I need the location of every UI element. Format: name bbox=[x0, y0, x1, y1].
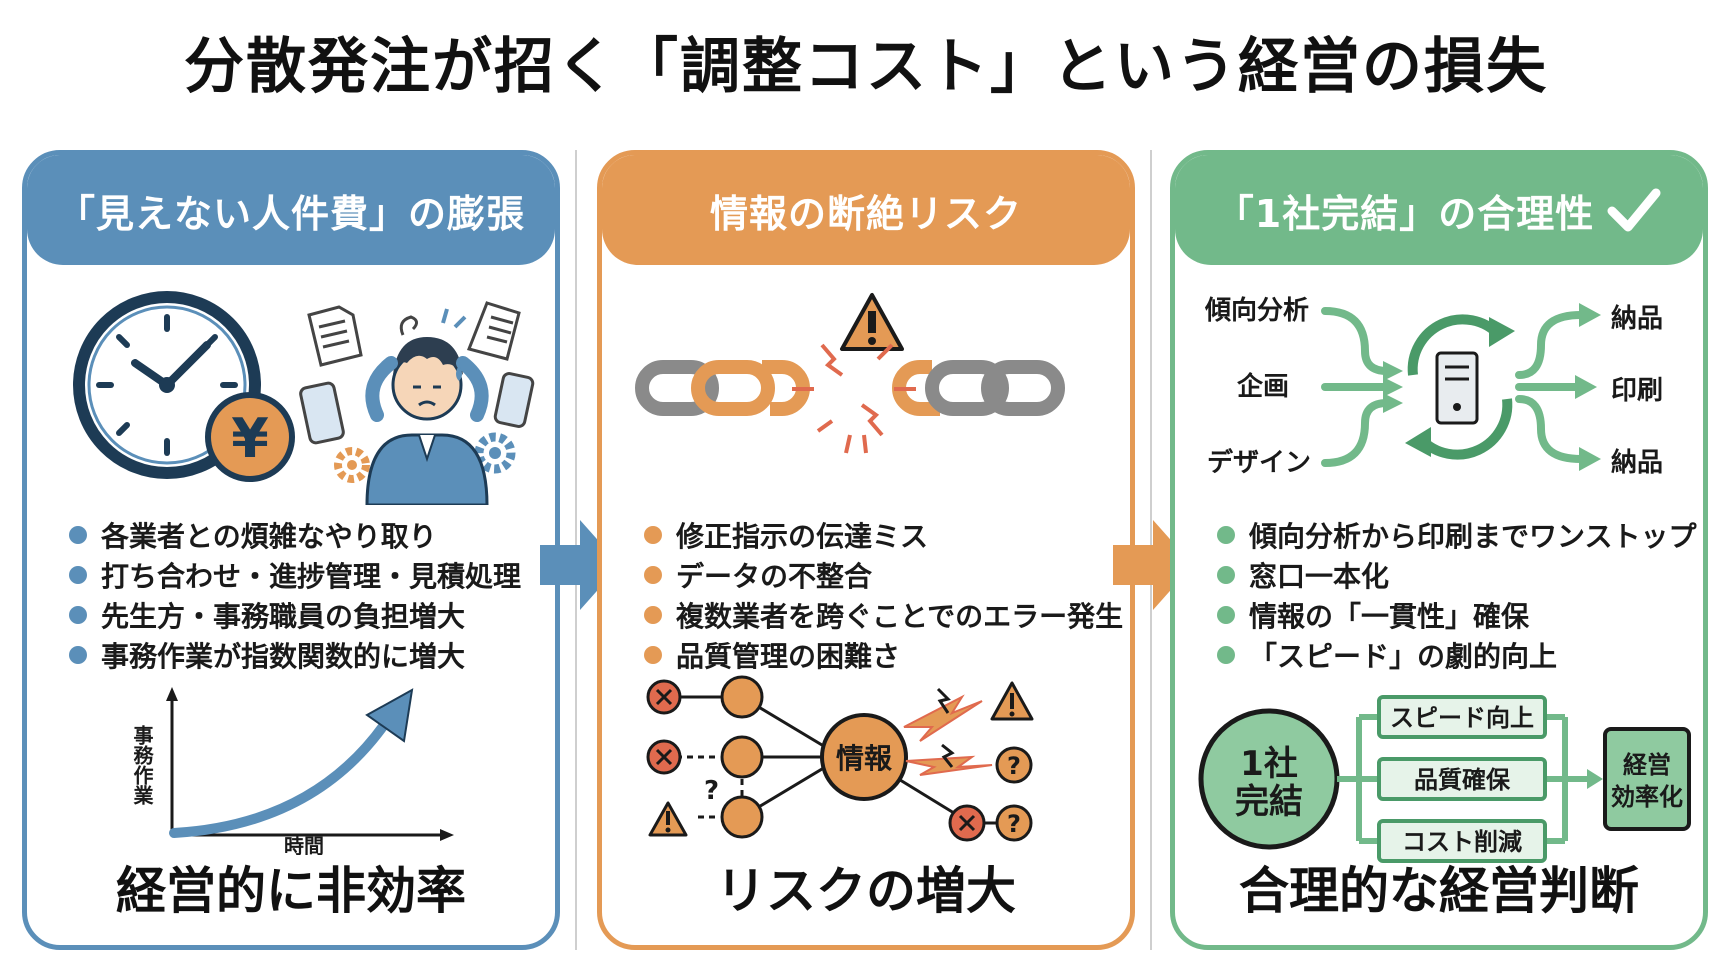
bullet-dot bbox=[1217, 526, 1235, 544]
bullet-dot bbox=[644, 526, 662, 544]
yen-coin-icon: ¥ bbox=[205, 392, 295, 482]
panel-one-stop-rationality: 「1社完結」の合理性 傾向分析 企画 デザイン bbox=[1170, 150, 1708, 950]
error-x-icon bbox=[646, 679, 682, 715]
list-item: 各業者との煩雑なやり取り bbox=[69, 515, 521, 555]
list-item: 「スピード」の劇的向上 bbox=[1217, 635, 1696, 675]
svg-text:¥: ¥ bbox=[231, 407, 269, 470]
chart-y-label: 事務作業 bbox=[130, 724, 154, 805]
list-item: 打ち合わせ・進捗管理・見積処理 bbox=[69, 555, 521, 595]
panel-header: 「見えない人件費」の膨張 bbox=[27, 155, 555, 265]
flow-output-label: 納品 bbox=[1611, 303, 1663, 334]
gear-icon bbox=[474, 432, 516, 474]
warning-icon bbox=[840, 293, 904, 351]
list-item: 情報の「一貫性」確保 bbox=[1217, 595, 1696, 635]
flow-output-label: 納品 bbox=[1611, 447, 1663, 478]
panel-footer: 経営的に非効率 bbox=[116, 862, 466, 920]
flow-input-label: 企画 bbox=[1237, 371, 1289, 402]
document-icon bbox=[307, 305, 363, 367]
svg-text:経営: 経営 bbox=[1623, 751, 1671, 779]
one-company-hub: 1社 完結 bbox=[1198, 708, 1340, 850]
error-x-icon bbox=[948, 804, 986, 842]
bullet-dot bbox=[1217, 566, 1235, 584]
bullet-dot bbox=[644, 606, 662, 624]
chain-icon bbox=[635, 360, 1065, 416]
svg-text:完結: 完結 bbox=[1235, 782, 1303, 822]
panel-footer: 合理的な経営判断 bbox=[1239, 862, 1639, 920]
svg-text:スピード向上: スピード向上 bbox=[1390, 704, 1534, 732]
lightning-icon bbox=[941, 743, 955, 768]
svg-text:1社: 1社 bbox=[1240, 744, 1298, 784]
question-circle-icon: ? bbox=[995, 746, 1033, 784]
flow-input-label: デザイン bbox=[1207, 447, 1311, 478]
panel-information-gap-risk: 情報の断絶リスク 修正指示の伝達ミス データの不整合 複数業者を跨ぐことでのエラ… bbox=[597, 150, 1135, 950]
benefits-diagram: 1社 完結 スピード向上 品質確保 コスト削減 経営 効率化 bbox=[1198, 695, 1691, 863]
panel-header: 情報の断絶リスク bbox=[602, 155, 1130, 265]
panel-footer: リスクの増大 bbox=[716, 862, 1016, 920]
worried-person-icon bbox=[365, 308, 489, 505]
warning-icon bbox=[648, 801, 688, 837]
svg-text:品質確保: 品質確保 bbox=[1414, 766, 1511, 794]
bullet-dot bbox=[69, 646, 87, 664]
chart-x-label: 時間 bbox=[284, 834, 324, 855]
information-network-diagram: ? 情報 ? ? bbox=[646, 675, 1034, 842]
smartphone-icon bbox=[299, 381, 345, 445]
error-x-icon bbox=[646, 739, 682, 775]
bullet-dot bbox=[1217, 646, 1235, 664]
bullet-list: 各業者との煩雑なやり取り 打ち合わせ・進捗管理・見積処理 先生方・事務職員の負担… bbox=[69, 515, 521, 675]
gear-icon bbox=[334, 447, 370, 483]
clock-worry-illustration: ¥ bbox=[73, 291, 535, 505]
list-item: 事務作業が指数関数的に増大 bbox=[69, 635, 521, 675]
arrow-head-icon bbox=[1383, 303, 1601, 471]
bullet-dot bbox=[69, 526, 87, 544]
bullet-dot bbox=[1217, 606, 1235, 624]
document-icon bbox=[466, 301, 521, 361]
one-stop-flow-diagram: 傾向分析 企画 デザイン bbox=[1204, 295, 1663, 478]
svg-text:?: ? bbox=[1007, 752, 1021, 780]
result-box: 経営 効率化 bbox=[1603, 727, 1691, 831]
smartphone-icon bbox=[493, 372, 535, 428]
flow-input-label: 傾向分析 bbox=[1204, 295, 1309, 326]
checkmark-icon bbox=[1607, 188, 1661, 232]
panel-header: 「1社完結」の合理性 bbox=[1175, 155, 1703, 265]
server-icon bbox=[1435, 351, 1479, 425]
svg-text:効率化: 効率化 bbox=[1611, 783, 1683, 811]
broken-chain-illustration bbox=[635, 293, 1065, 454]
flow-output-label: 印刷 bbox=[1611, 376, 1663, 406]
break-spark-icon bbox=[792, 343, 916, 454]
benefit-box: コスト削減 bbox=[1377, 819, 1547, 863]
list-item: データの不整合 bbox=[644, 555, 1123, 595]
page-title: 分散発注が招く「調整コスト」という経営の損失 bbox=[184, 32, 1548, 102]
network-node bbox=[720, 675, 764, 839]
bullet-dot bbox=[69, 606, 87, 624]
svg-text:情報: 情報 bbox=[836, 742, 893, 775]
svg-text:コスト削減: コスト削減 bbox=[1402, 828, 1522, 856]
list-item: 修正指示の伝達ミス bbox=[644, 515, 1123, 555]
bullet-dot bbox=[644, 566, 662, 584]
bullet-dot bbox=[69, 566, 87, 584]
cycle-arrows-icon bbox=[1407, 314, 1513, 460]
bullet-dot bbox=[644, 646, 662, 664]
question-circle-icon: ? bbox=[995, 804, 1033, 842]
benefit-box: 品質確保 bbox=[1377, 757, 1547, 801]
list-item: 先生方・事務職員の負担増大 bbox=[69, 595, 521, 635]
question-mark-icon: ? bbox=[704, 776, 719, 806]
exponential-growth-chart: 事務作業 時間 bbox=[130, 687, 454, 855]
arrow-head-icon bbox=[365, 688, 414, 743]
panel-hidden-labor-cost: 「見えない人件費」の膨張 ¥ bbox=[22, 150, 560, 950]
lightning-icon bbox=[903, 694, 993, 776]
bullet-list: 傾向分析から印刷までワンストップ 窓口一本化 情報の「一貫性」確保 「スピード」… bbox=[1217, 515, 1696, 675]
list-item: 複数業者を跨ぐことでのエラー発生 bbox=[644, 595, 1123, 635]
svg-text:?: ? bbox=[1007, 810, 1021, 838]
info-hub-node: 情報 bbox=[820, 713, 908, 801]
benefit-box: スピード向上 bbox=[1377, 695, 1547, 739]
clock-icon bbox=[73, 291, 261, 479]
list-item: 窓口一本化 bbox=[1217, 555, 1696, 595]
list-item: 傾向分析から印刷までワンストップ bbox=[1217, 515, 1696, 555]
warning-icon bbox=[990, 681, 1034, 721]
bullet-list: 修正指示の伝達ミス データの不整合 複数業者を跨ぐことでのエラー発生 品質管理の… bbox=[644, 515, 1123, 675]
list-item: 品質管理の困難さ bbox=[644, 635, 1123, 675]
lightning-icon bbox=[936, 687, 951, 714]
